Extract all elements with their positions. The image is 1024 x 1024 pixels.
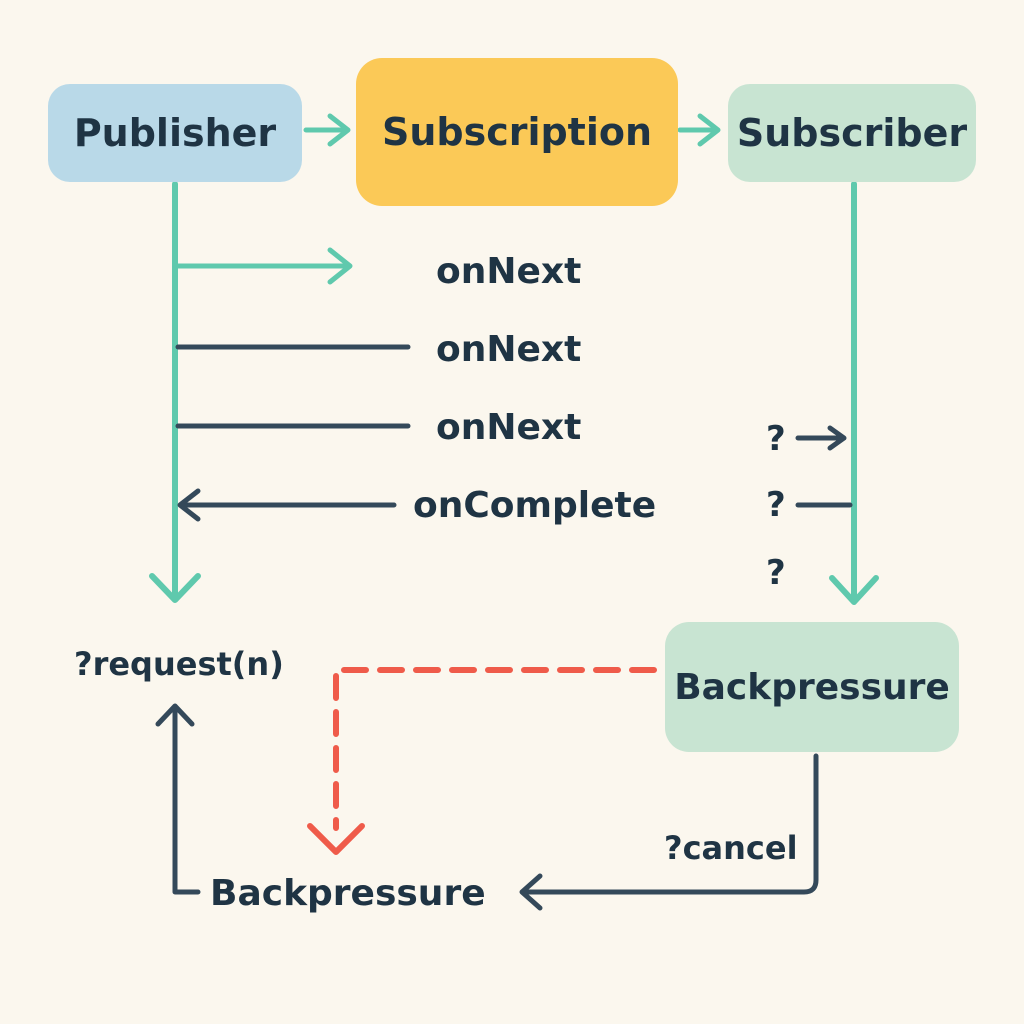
publisher-to-subscription-arrow: [303, 113, 351, 147]
backpressure-label: Backpressure: [210, 873, 486, 914]
backpressure-dashed-path: [333, 667, 657, 831]
subscription-to-subscriber-arrow: [677, 113, 721, 147]
onnext-label-3: onNext: [436, 407, 582, 448]
onnext-label-1: onNext: [436, 251, 582, 292]
backpressure-node: Backpressure: [665, 622, 959, 752]
cancel-path: [519, 753, 819, 911]
subscriber-timeline: [829, 181, 879, 605]
subscriber-node: Subscriber: [728, 84, 976, 182]
request-feedback-path: [155, 703, 201, 895]
question-mark-1: ?: [766, 419, 786, 459]
question-mark-3: ?: [766, 553, 786, 593]
onnext-label-2: onNext: [436, 329, 582, 370]
onnext-arrow-1: [172, 247, 353, 285]
question-mark-2: ?: [766, 485, 786, 525]
subscription-node: Subscription: [356, 58, 678, 206]
question-arrow-1: [795, 425, 847, 451]
oncomplete-arrow: [177, 488, 397, 522]
publisher-timeline: [149, 181, 201, 603]
backpressure-dashed-arrowhead: [307, 823, 365, 855]
cancel-label: ?cancel: [664, 829, 798, 867]
publisher-node: Publisher: [48, 84, 302, 182]
oncomplete-label: onComplete: [413, 485, 657, 526]
request-label: ?request(n): [74, 645, 284, 683]
